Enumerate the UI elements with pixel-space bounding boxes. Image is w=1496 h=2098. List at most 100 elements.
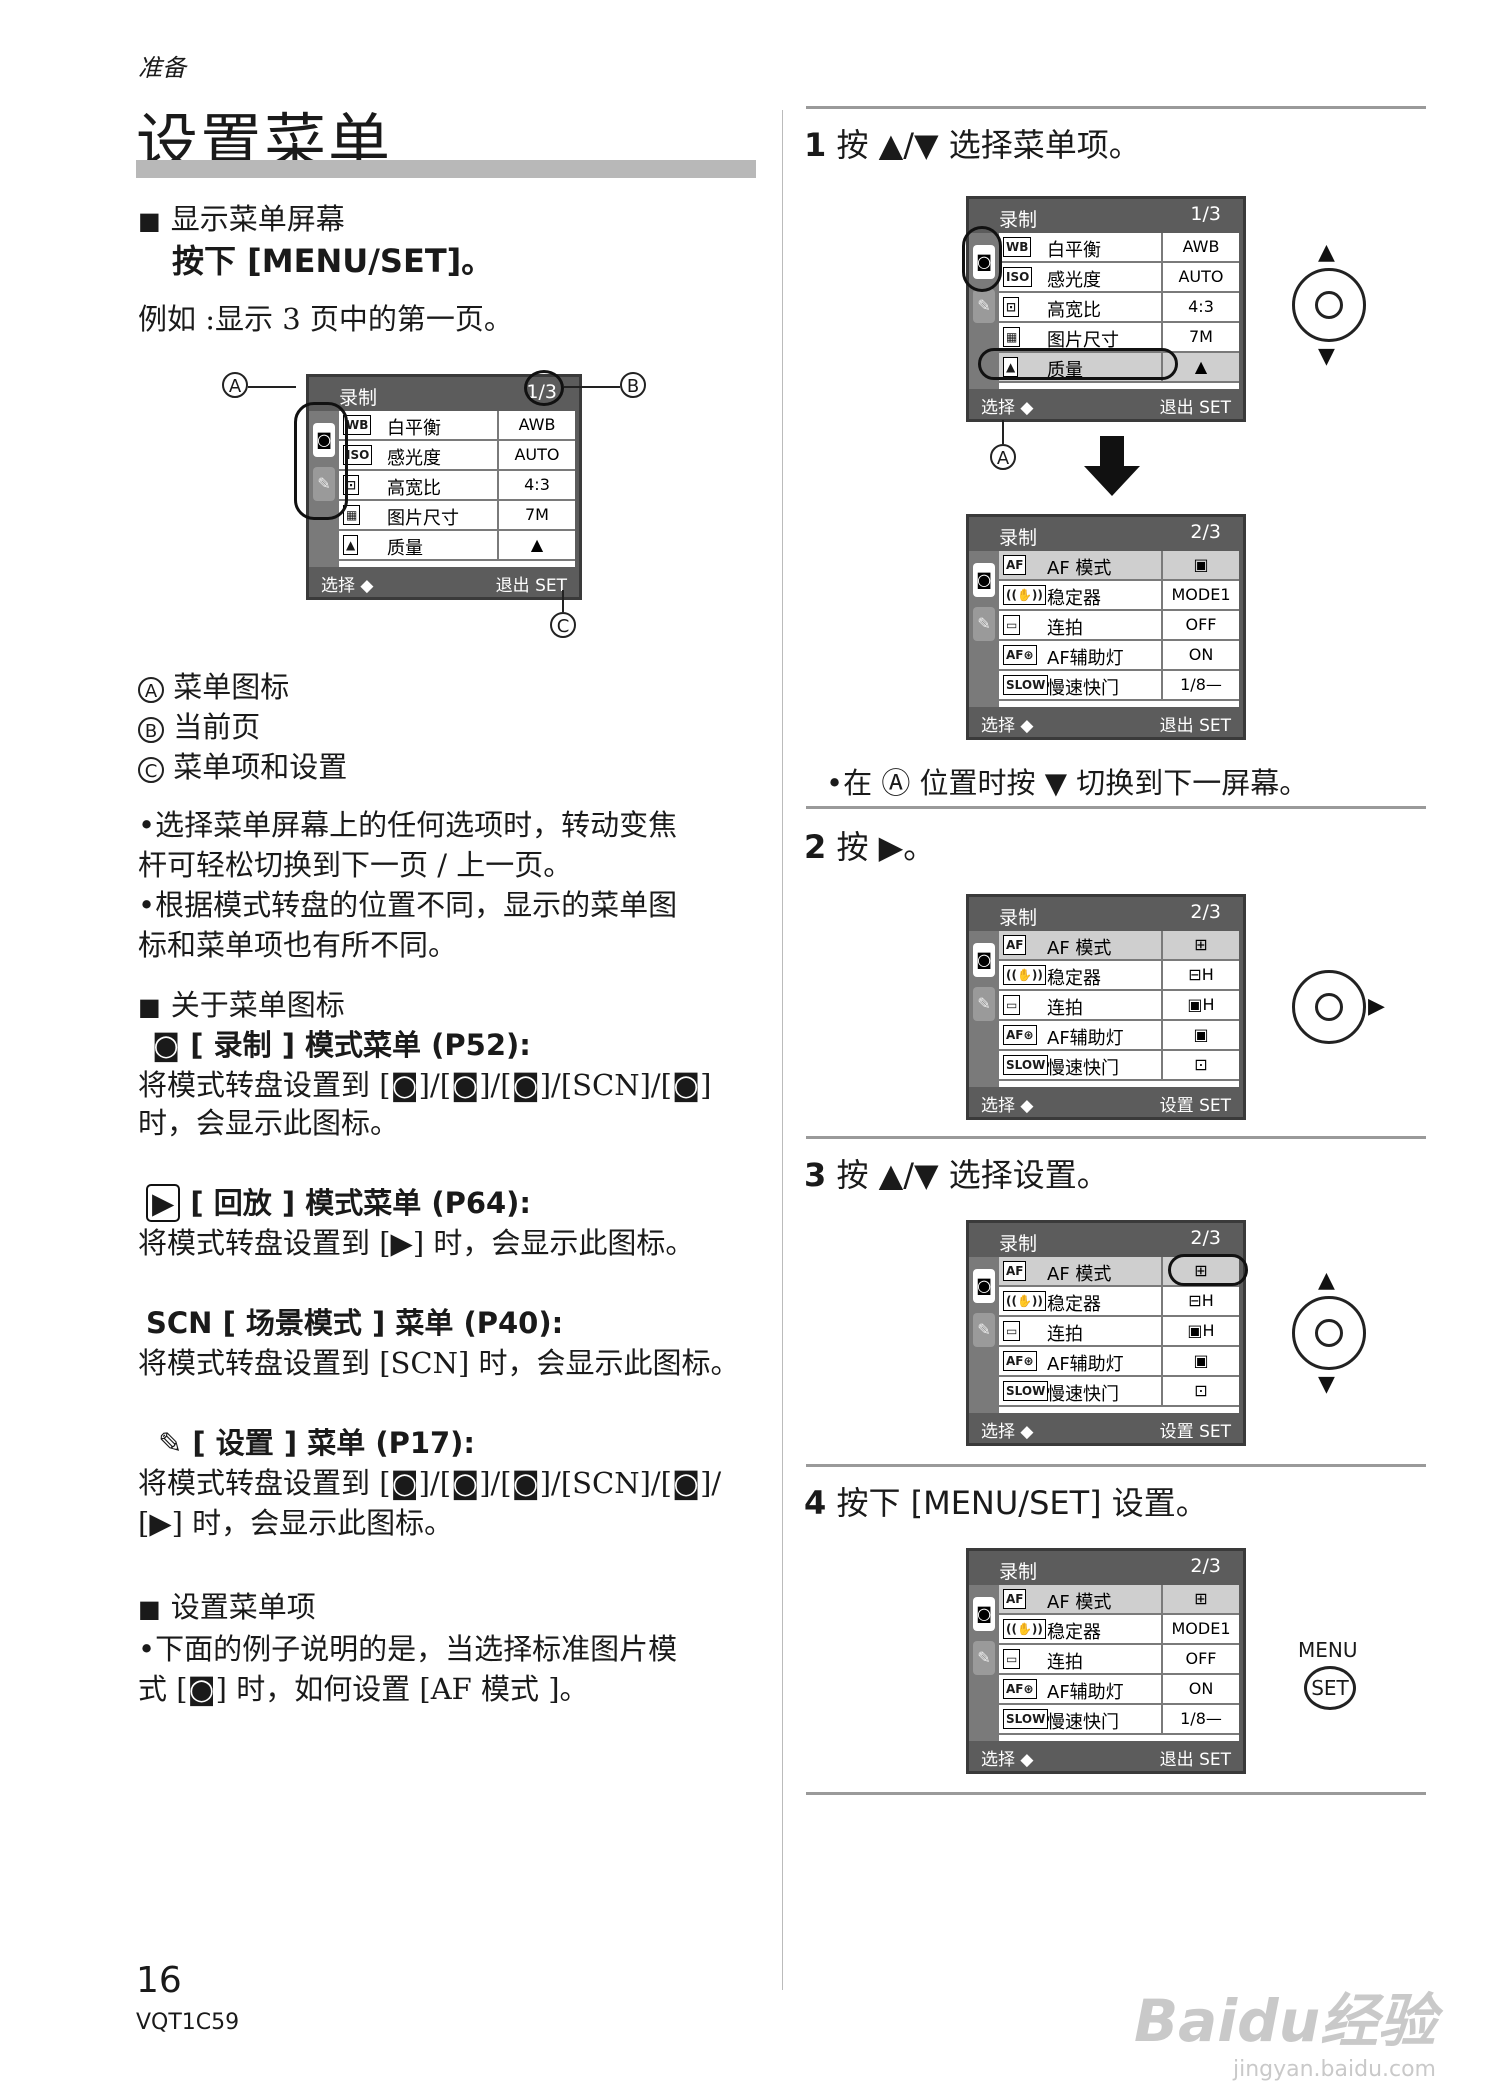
callout-ring-a: [294, 402, 348, 520]
camera-icon: ◙: [973, 943, 995, 977]
up-arrow-icon: ▲: [1318, 1268, 1335, 1293]
cross-pad[interactable]: [1292, 970, 1366, 1044]
step-rule: [806, 1792, 1426, 1795]
lcd-row: ▭连拍▣H: [999, 1317, 1239, 1347]
wrench-icon: ✎: [973, 1313, 995, 1347]
press-menu-set-text: 按下 [MENU/SET]。: [172, 242, 494, 280]
bullet-line: •下面的例子说明的是，当选择标准图片模: [138, 1632, 678, 1666]
bullet-line: 标和菜单项也有所不同。: [138, 928, 458, 962]
callout-line-a: [248, 386, 296, 388]
callout-a: A: [990, 444, 1016, 470]
setup-menu-text: [▶] 时，会显示此图标。: [138, 1506, 454, 1540]
rec-menu-text: 将模式转盘设置到 [◙]/[◙]/[◙]/[SCN]/[◙]: [138, 1068, 712, 1102]
section-label: 准备: [138, 54, 186, 82]
callout-a: A: [222, 372, 248, 398]
lcd-row: ((✋))稳定器⊟H: [999, 1287, 1239, 1317]
column-divider: [782, 110, 783, 1990]
baidu-watermark-url: jingyan.baidu.com: [1232, 2057, 1436, 2082]
bullet-line: 式 [◙] 时，如何设置 [AF 模式 ]。: [138, 1672, 589, 1706]
lcd-row: ((✋))稳定器⊟H: [999, 961, 1239, 991]
wb-icon: WB: [343, 415, 372, 435]
square-bullet-icon: ■: [138, 207, 161, 235]
page-number: 16: [136, 1960, 182, 2001]
wrench-icon: ✎: [313, 467, 335, 501]
camera-icon: ◙: [313, 423, 335, 457]
example-text: 例如 :显示 3 页中的第一页。: [138, 302, 513, 336]
menu-button-label: MENU: [1298, 1638, 1358, 1662]
lcd-row: ▭连拍▣H: [999, 991, 1239, 1021]
doc-code: VQT1C59: [136, 2010, 240, 2035]
menu-set-button[interactable]: SET: [1304, 1666, 1356, 1710]
wrench-icon: ✎: [973, 987, 995, 1021]
selection-ring: [1168, 1254, 1248, 1286]
lcd-row: ▲质量▲: [339, 531, 575, 561]
scene-menu-text: 将模式转盘设置到 [SCN] 时，会显示此图标。: [138, 1346, 740, 1380]
size-icon: ▦: [343, 505, 361, 525]
legend-item: B 当前页: [138, 704, 260, 746]
callout-ring-b: [524, 370, 564, 406]
scn-icon: SCN: [146, 1306, 213, 1340]
down-arrow-icon: ▼: [1318, 1372, 1335, 1397]
right-arrow-icon: ▶: [1368, 994, 1385, 1019]
wrench-icon: ✎: [973, 607, 995, 641]
wrench-icon: ✎: [973, 1641, 995, 1675]
setup-menu-text: 将模式转盘设置到 [◙]/[◙]/[◙]/[SCN]/[◙]/: [138, 1466, 722, 1500]
square-bullet-icon: ■: [138, 1595, 161, 1623]
callout-c: C: [550, 612, 576, 638]
next-arrow-shaft: [1100, 436, 1124, 466]
lcd-bottombar: 选择 ◆ 退出 SET: [321, 576, 567, 596]
callout-line-c: [562, 590, 564, 612]
callout-ring-a: [962, 226, 1002, 292]
bullet-line: 杆可轻松切换到下一页 / 上一页。: [138, 848, 573, 882]
lcd-tabs: ◙ ✎: [309, 411, 339, 567]
callout-line-b: [564, 386, 620, 388]
bullet-line: •根据模式转盘的位置不同，显示的菜单图: [138, 888, 678, 922]
play-icon: ▶: [146, 1184, 181, 1222]
bullet-line: •选择菜单屏幕上的任何选项时，转动变焦: [138, 808, 678, 842]
camera-icon: ◙: [973, 563, 995, 597]
play-menu-text: 将模式转盘设置到 [▶] 时，会显示此图标。: [138, 1226, 695, 1260]
set-button-center: [1315, 291, 1343, 319]
step-rule: [806, 1136, 1426, 1139]
step-rule: [806, 106, 1426, 109]
step-rule: [806, 806, 1426, 809]
step-4: 4 按下 [MENU/SET] 设置。: [804, 1484, 1208, 1522]
heading-set-items: ■设置菜单项: [138, 1590, 316, 1624]
camera-icon: ◙: [973, 1597, 995, 1631]
step1-note: •在 Ⓐ 位置时按 ▼ 切换到下一屏幕。: [826, 766, 1309, 800]
lcd-row: AF⊛AF辅助灯▣: [999, 1347, 1239, 1377]
step-1: 1 按 ▲/▼ 选择菜单项。: [804, 126, 1141, 164]
set-button-center: [1315, 1319, 1343, 1347]
cross-pad[interactable]: [1292, 268, 1366, 342]
camera-icon: ◙: [152, 1028, 181, 1062]
lcd-row: AF⊛AF辅助灯▣: [999, 1021, 1239, 1051]
iso-icon: ISO: [343, 445, 373, 465]
callout-b: B: [620, 372, 646, 398]
step-2: 2 按 ▶。: [804, 828, 936, 866]
baidu-watermark: Baidu经验: [1133, 1987, 1436, 2055]
step-3: 3 按 ▲/▼ 选择设置。: [804, 1156, 1109, 1194]
title-rule: [136, 160, 756, 178]
legend-item: A 菜单图标: [138, 664, 289, 706]
quality-icon: ▲: [343, 535, 359, 555]
heading-about-icons: ■关于菜单图标: [138, 988, 345, 1022]
cross-pad[interactable]: [1292, 1296, 1366, 1370]
rec-menu-text: 时，会显示此图标。: [138, 1106, 400, 1140]
